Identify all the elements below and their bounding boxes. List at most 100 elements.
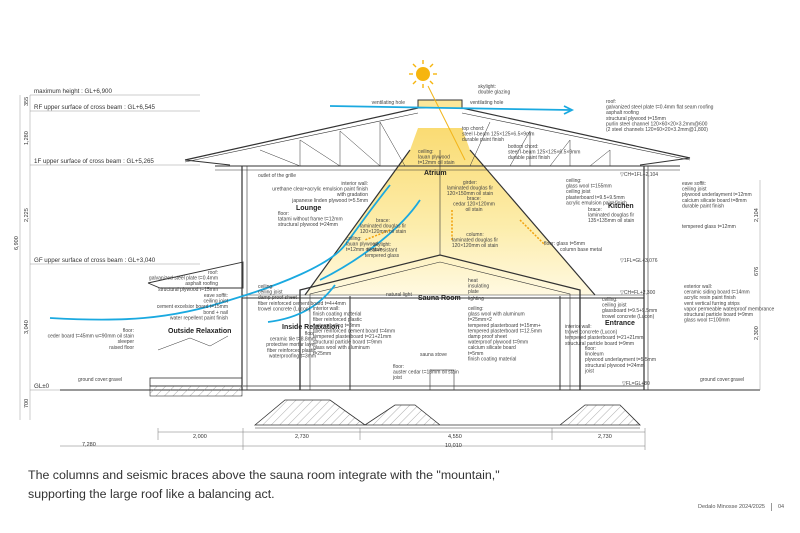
- annotation-line: 120×120mm oil stain: [452, 243, 498, 249]
- annotation-line: structural particle board t=9mm: [313, 340, 382, 346]
- annotation-natural-light: natural light: [386, 292, 412, 298]
- dim-bottom-2000: 2,000: [193, 434, 207, 440]
- annotation-line: ceramic siding board t=14mm: [684, 290, 750, 296]
- annotation-line: sleeper: [118, 339, 135, 345]
- caption: The columns and seismic braces above the…: [28, 468, 500, 501]
- annotation-line: laminated douglas fir: [360, 224, 406, 230]
- annotation-interior-wall-lounge: interior wall:urethane clear+acrylic emu…: [272, 181, 368, 204]
- annotation-outlet: outlet of the grille: [258, 173, 296, 179]
- annotation-floor-glass: floor: glass t=5mm: [544, 241, 585, 247]
- annotation-line: eave soffit:: [204, 293, 228, 299]
- annotation-line: ceramic tile t=8.8mm: [270, 337, 316, 343]
- annotation-line: tempered plasterboard t=15mm+: [468, 323, 541, 329]
- annotation-line: sauna stove: [420, 352, 447, 358]
- dim-right-2104: 2,104: [754, 208, 760, 222]
- annotation-line: plasterboard t=9.5+9.5mm: [566, 195, 625, 201]
- annotation-line: roof:: [208, 270, 218, 276]
- annotation-line: structural plywood t=24mm: [278, 222, 338, 228]
- annotation-line: waterproof plywood t=9mm: [468, 340, 528, 346]
- annotation-line: calcium silicate board: [468, 345, 516, 351]
- annotation-line: damp proof sheet: [258, 295, 298, 301]
- annotation-line: joist: [392, 375, 403, 381]
- annotation-line: plywood underlayment t=12mm: [682, 192, 752, 198]
- annotation-line: durable paint finish: [462, 137, 504, 143]
- annotation-line: tatami without frame t=12mm: [278, 217, 343, 223]
- annotation-line: tempered plasterboard t=12.5mm: [468, 328, 542, 334]
- annotation-line: 120×150mm oil stain: [447, 191, 493, 197]
- room-lounge: Lounge: [296, 205, 321, 212]
- dim-left-3040: 3,040: [24, 320, 30, 334]
- annotation-line: trowel concrete (Lucon): [602, 314, 655, 320]
- annotation-line: trowel concrete (Lucon): [565, 330, 618, 336]
- dim-bottom-2730a: 2,730: [295, 434, 309, 440]
- light-arrows: [364, 210, 546, 246]
- mark-fl-entrance: ▽FL=GL+80: [622, 381, 650, 387]
- annotation-line: lauan plywood: [418, 155, 450, 161]
- annotation-line: fiber reinforced plastic: [313, 317, 362, 323]
- annotation-line: floor:: [393, 364, 404, 370]
- dim-right-676: 676: [754, 267, 760, 276]
- annotation-line: auster cedar t=18mm oil stain: [393, 370, 459, 376]
- level-1f: 1F upper surface of cross beam : GL+5,26…: [34, 158, 154, 165]
- annotation-gravel-left: ground cover:gravel: [78, 377, 122, 383]
- annotation-line: ceiling joist: [204, 299, 229, 305]
- dim-bottom-2730b: 2,730: [598, 434, 612, 440]
- annotation-line: waterproofing t=3mm: [269, 353, 316, 359]
- annotation-line: ground cover:gravel: [78, 377, 122, 383]
- level-markers: [19, 94, 200, 420]
- annotation-line: interior wall:: [313, 306, 340, 312]
- annotation-line: ceiling:: [602, 297, 618, 303]
- annotation-line: structural plywood t=24mm: [585, 363, 645, 369]
- annotation-line: eave soffit:: [682, 181, 706, 187]
- foundation: [253, 399, 641, 426]
- annotation-line: exterior wall:: [684, 284, 712, 290]
- annotation-line: waterproofing t=3mm: [313, 323, 360, 329]
- annotation-line: ceiling joist: [258, 290, 283, 296]
- footer-separator: [770, 503, 772, 511]
- annotation-line: cedar 120×120mm: [453, 202, 495, 208]
- annotation-line: insulating: [468, 284, 489, 290]
- annotation-line: fiber reinforced plastic: [267, 348, 316, 354]
- annotation-tempered-glass: tempered glass t=12mm: [682, 224, 736, 230]
- annotation-roof-right: roof:galvanized steel plate t=0.4mm flat…: [606, 99, 714, 133]
- annotation-line: oil stain: [466, 207, 483, 213]
- annotation-vent-right: ventilating hole: [470, 100, 504, 106]
- annotation-line: skylight:: [373, 242, 391, 248]
- annotation-line: steel I-beam 125×125×6.5×9mm: [508, 150, 580, 156]
- annotation-line: ceiling joist: [566, 189, 591, 195]
- annotation-line: calcium silicate board t=8mm: [682, 198, 747, 204]
- annotation-line: (2 steel channels 120×60×20×3.2mm@1,800): [606, 127, 708, 133]
- annotation-line: ground cover:gravel: [700, 377, 744, 383]
- mark-ch-kitchen: ▽CH=1FL+2,104: [620, 172, 658, 178]
- annotation-line: structural particle board t=9mm: [684, 312, 753, 318]
- dim-bottom-total: 10,010: [445, 443, 462, 449]
- annotation-line: damp proof sheet: [468, 334, 508, 340]
- annotation-bottom-chord: bottom chord:steel I-beam 125×125×6.5×9m…: [508, 144, 580, 161]
- annotation-line: durable paint finish: [682, 203, 724, 209]
- annotation-line: vent vertical furring strips: [684, 301, 740, 307]
- annotation-line: fiber reinforced cement board t=4+4mm: [258, 301, 346, 307]
- dim-left-1280: 1,280: [24, 131, 30, 145]
- dim-bottom-7280: 7,280: [82, 442, 96, 448]
- annotation-line: with gradation: [337, 192, 368, 198]
- annotation-line: tempered glass: [365, 253, 400, 259]
- air-flow-arrows: [49, 105, 575, 323]
- dim-left-total: 6,900: [14, 236, 20, 250]
- annotation-line: glass wool t=155mm: [566, 184, 612, 190]
